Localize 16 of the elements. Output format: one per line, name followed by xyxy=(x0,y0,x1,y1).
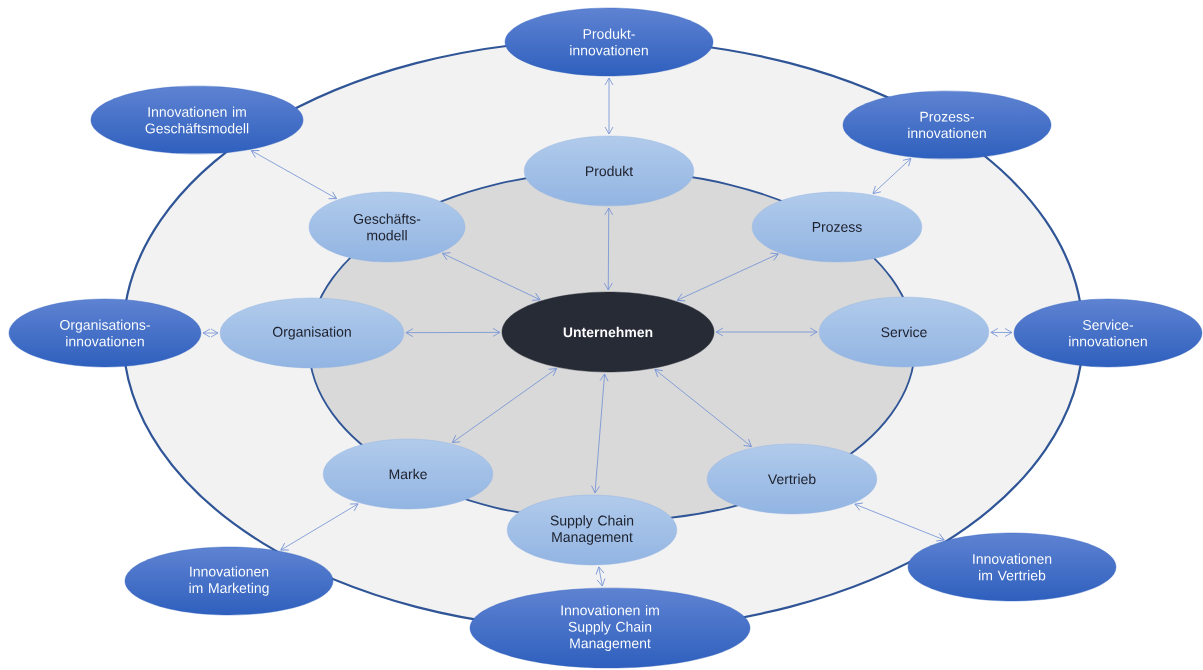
arrow xyxy=(990,328,1013,337)
arrow xyxy=(603,207,614,291)
arrow xyxy=(872,158,912,195)
arrow xyxy=(604,77,614,135)
arrow xyxy=(676,252,779,302)
arrow xyxy=(442,252,541,301)
arrow xyxy=(654,369,752,448)
arrow xyxy=(595,566,606,587)
arrow xyxy=(715,327,818,337)
arrow xyxy=(405,328,501,338)
arrow xyxy=(250,150,337,200)
arrow xyxy=(280,503,359,551)
arrow xyxy=(854,502,945,542)
arrow xyxy=(591,373,609,494)
arrow xyxy=(202,328,219,338)
arrow xyxy=(451,368,557,443)
